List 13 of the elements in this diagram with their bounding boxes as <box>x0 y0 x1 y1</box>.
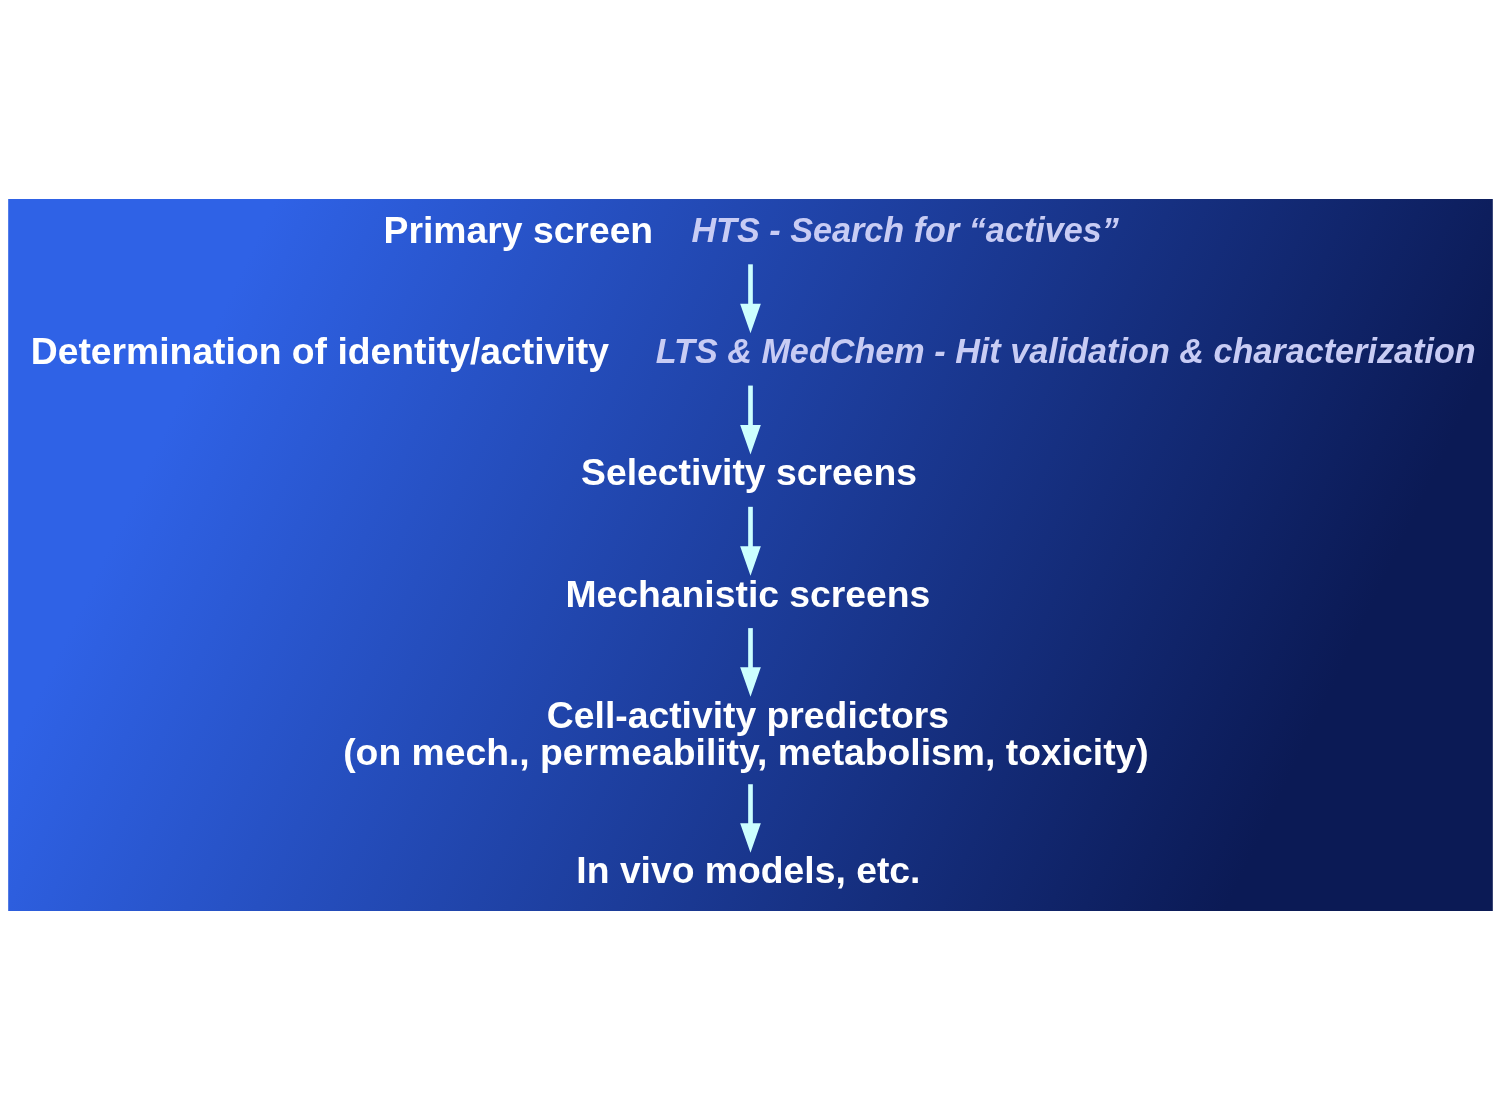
node-text: Determination of identity/activity <box>30 330 609 373</box>
arrow <box>740 506 761 576</box>
node-text: Cell-activity predictors (on mech., permeability, metabolism, toxicity) <box>343 693 1149 774</box>
arrow <box>740 784 761 853</box>
node-text: Mechanistic screens <box>565 572 931 615</box>
arrow <box>740 264 761 334</box>
node-text: Selectivity screens <box>581 451 917 494</box>
node-label: HTS - Search for “actives” <box>691 210 1119 249</box>
node-text: Primary screen <box>383 208 654 251</box>
arrow <box>740 628 761 697</box>
node-label: LTS & MedChem - Hit validation & characterization <box>655 332 1476 371</box>
arrow <box>740 385 761 455</box>
node-text: In vivo models, etc. <box>576 849 921 892</box>
